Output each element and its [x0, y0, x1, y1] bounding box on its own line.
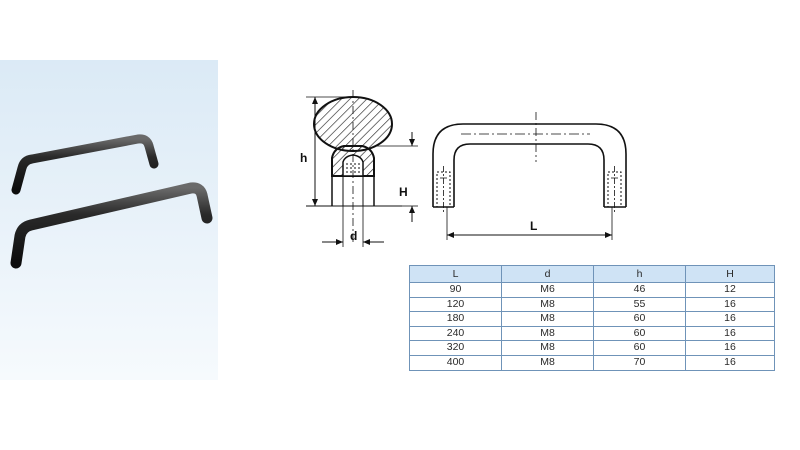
column-header-h: h — [593, 265, 686, 283]
cell-h: 60 — [593, 311, 686, 327]
cell-h: 60 — [593, 340, 686, 356]
column-header-L: L — [409, 265, 502, 283]
technical-drawing: h H d L — [300, 90, 627, 247]
table-row: 90 M6 46 12 — [409, 282, 775, 298]
column-header-d: d — [501, 265, 594, 283]
cell-H: 16 — [685, 296, 775, 313]
dimension-label-h: h — [300, 151, 307, 165]
dimension-label-d: d — [350, 229, 357, 243]
cell-h: 60 — [593, 325, 686, 342]
cell-h: 55 — [593, 296, 686, 313]
cell-L: 320 — [409, 340, 502, 356]
dimension-label-H: H — [399, 185, 408, 199]
dimension-label-L: L — [530, 219, 537, 233]
handle-photo-illustration — [10, 134, 213, 269]
cell-H: 16 — [685, 340, 775, 356]
cell-L: 120 — [409, 296, 502, 313]
cell-L: 90 — [409, 282, 502, 298]
table-row: 120 M8 55 16 — [409, 296, 775, 313]
table-row: 320 M8 60 16 — [409, 340, 775, 356]
column-header-H: H — [685, 265, 775, 283]
cross-section-view — [306, 90, 418, 247]
cell-h: 70 — [593, 354, 686, 371]
cell-H: 12 — [685, 282, 775, 298]
product-photo — [0, 60, 218, 380]
cell-H: 16 — [685, 325, 775, 342]
cell-L: 240 — [409, 325, 502, 342]
cell-d: M8 — [501, 296, 594, 313]
cell-d: M6 — [501, 282, 594, 298]
cell-H: 16 — [685, 354, 775, 371]
handle-long — [10, 182, 213, 269]
spec-table: L d h H 90 M6 46 12 120 M8 55 16 180 M8 … — [409, 265, 775, 371]
cell-d: M8 — [501, 354, 594, 371]
handle-short — [11, 134, 159, 195]
cell-L: 180 — [409, 311, 502, 327]
cell-h: 46 — [593, 282, 686, 298]
cell-d: M8 — [501, 325, 594, 342]
front-view — [432, 112, 627, 240]
cell-d: M8 — [501, 311, 594, 327]
cell-L: 400 — [409, 354, 502, 371]
table-header-row: L d h H — [409, 265, 775, 283]
table-row: 400 M8 70 16 — [409, 354, 775, 371]
cell-H: 16 — [685, 311, 775, 327]
cell-d: M8 — [501, 340, 594, 356]
table-row: 240 M8 60 16 — [409, 325, 775, 342]
table-row: 180 M8 60 16 — [409, 311, 775, 327]
